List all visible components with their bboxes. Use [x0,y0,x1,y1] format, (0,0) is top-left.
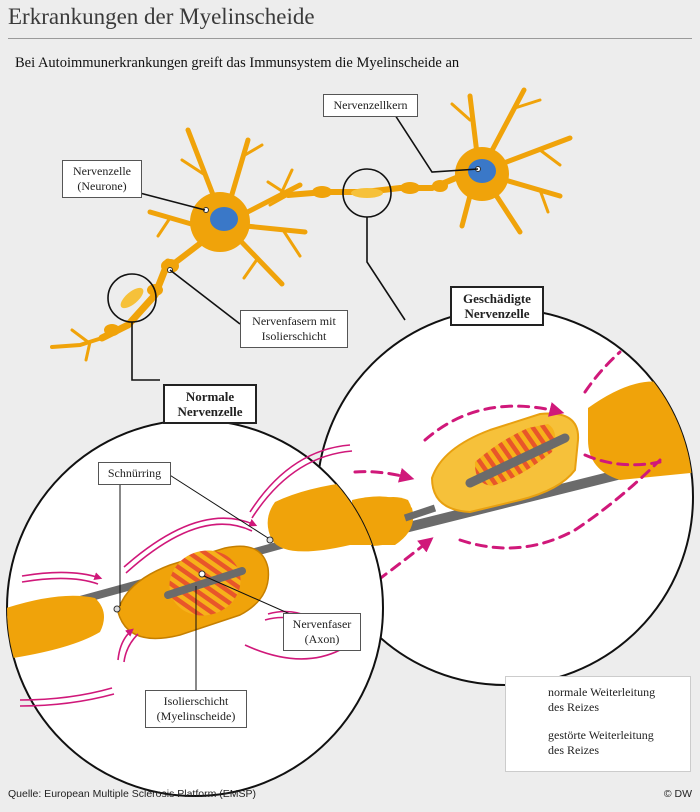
legend-disturbed: gestörte Weiterleitung des Reizes [548,728,654,758]
legend-normal-line2: des Reizes [548,700,599,714]
neuron-left [50,127,308,362]
tag-damaged-cell: Geschädigte Nervenzelle [450,286,544,326]
source-note: Quelle: European Multiple Sclerosis Plat… [8,788,257,800]
tag-damaged-line1: Geschädigte [463,291,531,306]
neuron-right [266,87,573,235]
legend-normal-line1: normale Weiterleitung [548,685,656,699]
credit: © DW [663,788,692,800]
legend-disturbed-line1: gestörte Weiterleitung [548,728,654,742]
label-nervenfaser: Nervenfaser (Axon) [283,613,361,651]
label-nervenfasern: Nervenfasern mit Isolierschicht [240,310,348,348]
label-nervenzellkern: Nervenzellkern [323,94,418,117]
connector-lines [131,114,479,381]
legend-normal: normale Weiterleitung des Reizes [548,685,655,715]
label-schnuerring-text: Schnürring [107,466,162,480]
label-nervenfaser-line2: (Axon) [304,632,340,646]
label-schnuerring: Schnürring [98,462,171,485]
tag-normal-cell: Normale Nervenzelle [163,384,257,424]
legend-disturbed-line2: des Reizes [548,743,599,757]
title-divider [8,38,692,39]
label-nervenfasern-line1: Nervenfasern mit [252,314,336,328]
label-nervenzelle: Nervenzelle (Neurone) [62,160,142,198]
tag-damaged-line2: Nervenzelle [464,306,530,321]
disturbed-signal-arrows [353,350,662,582]
page-subtitle: Bei Autoimmunerkrankungen greift das Imm… [15,55,460,71]
label-isolierschicht-line2: (Myelinscheide) [156,709,236,723]
tag-normal-line1: Normale [185,389,235,404]
tag-normal-line2: Nervenzelle [177,404,243,419]
label-nervenzelle-line2: (Neurone) [77,179,127,193]
normal-fiber-detail [7,480,383,660]
legend [505,676,691,772]
label-nervenzellkern-text: Nervenzellkern [333,98,408,112]
page-title: Erkrankungen der Myelinscheide [8,4,315,29]
damaged-fiber-detail [363,380,693,546]
label-nervenzelle-line1: Nervenzelle [73,164,131,178]
label-isolierschicht: Isolierschicht (Myelinscheide) [145,690,247,728]
label-nervenfasern-line2: Isolierschicht [261,329,327,343]
label-nervenfaser-line1: Nervenfaser [292,617,352,631]
detail-leader-lines [119,471,291,690]
label-isolierschicht-line1: Isolierschicht [163,694,229,708]
